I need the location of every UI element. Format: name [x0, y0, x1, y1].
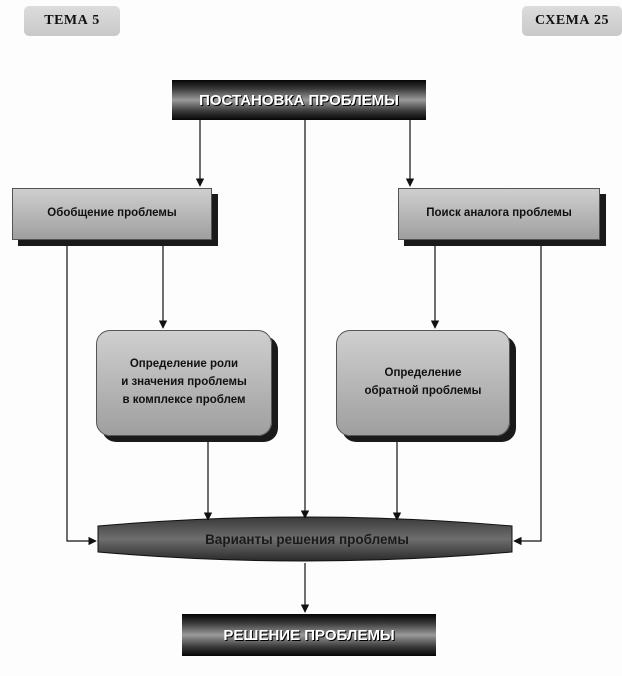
role-line-2: и значения проблемы — [121, 376, 247, 389]
analog-search-box: Поиск аналога проблемы — [398, 188, 600, 240]
analog-search-label: Поиск аналога проблемы — [426, 207, 572, 220]
solution-variants-label: Варианты решения проблемы — [205, 531, 409, 547]
inverse-problem-box: Определение обратной проблемы — [336, 330, 510, 436]
role-definition-box: Определение роли и значения проблемы в к… — [96, 330, 272, 436]
variants-shape — [97, 516, 513, 562]
arrow-generalize-to-variants — [66, 244, 97, 546]
arrow-analog-to-variants — [513, 244, 542, 546]
topic-label: ТЕМА 5 — [24, 6, 120, 36]
problem-statement-banner: ПОСТАНОВКА ПРОБЛЕМЫ — [172, 80, 426, 120]
generalization-label: Обобщение проблемы — [47, 207, 177, 220]
role-line-3: в комплексе проблем — [122, 393, 246, 406]
generalization-box: Обобщение проблемы — [12, 188, 212, 240]
inverse-line-1: Определение — [384, 367, 462, 380]
problem-solution-banner: РЕШЕНИЕ ПРОБЛЕМЫ — [182, 614, 436, 656]
role-line-1: Определение роли — [129, 358, 239, 371]
scheme-label: СХЕМА 25 — [522, 6, 622, 36]
inverse-line-2: обратной проблемы — [364, 385, 482, 397]
